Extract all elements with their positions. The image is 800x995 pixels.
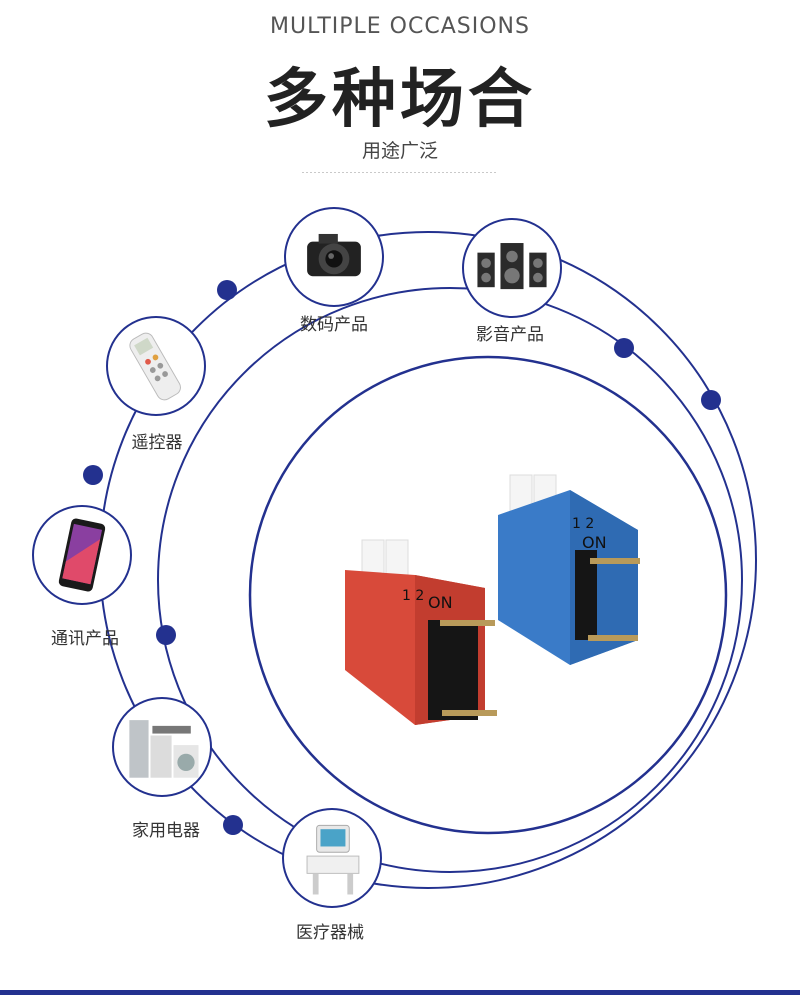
camera-icon (284, 207, 384, 307)
app-label-home-appliances: 家用电器 (132, 821, 200, 841)
dip-switch-product-image: 1 2 ON 1 2 ON (345, 474, 640, 725)
app-label-digital: 数码产品 (300, 315, 368, 335)
blue-switch-marking-on: ON (582, 533, 607, 552)
app-label-audio-video: 影音产品 (476, 325, 544, 345)
subtitle-en: MULTIPLE OCCASIONS (270, 14, 530, 39)
app-label-communication: 通讯产品 (51, 629, 119, 649)
bottom-accent-bar (0, 990, 800, 995)
app-label-remote: 遥控器 (131, 433, 183, 453)
red-switch-marking-on: ON (428, 593, 453, 612)
middle-orbit-ring (157, 287, 743, 873)
page-title: 多种场合 (264, 63, 536, 137)
red-switch-marking-numbers: 1 2 (402, 588, 424, 604)
smartphone-icon (32, 505, 132, 605)
inner-orbit-ring (248, 355, 728, 835)
orbit-dot (83, 465, 103, 485)
orbit-dot (614, 338, 634, 358)
orbit-dot (223, 815, 243, 835)
app-label-medical: 医疗器械 (296, 923, 364, 943)
blue-switch-marking-numbers: 1 2 (572, 516, 594, 532)
home-appliances-icon (112, 697, 212, 797)
orbit-dot (156, 625, 176, 645)
orbit-dot (701, 390, 721, 410)
tagline: 用途广泛 (361, 140, 438, 162)
red-dip-switch: 1 2 ON (345, 539, 497, 725)
remote-control-icon (106, 316, 206, 416)
orbit-dot (217, 280, 237, 300)
title-divider (302, 172, 498, 173)
medical-device-icon (282, 808, 382, 908)
speakers-icon (462, 218, 562, 318)
blue-dip-switch: 1 2 ON (498, 474, 640, 665)
